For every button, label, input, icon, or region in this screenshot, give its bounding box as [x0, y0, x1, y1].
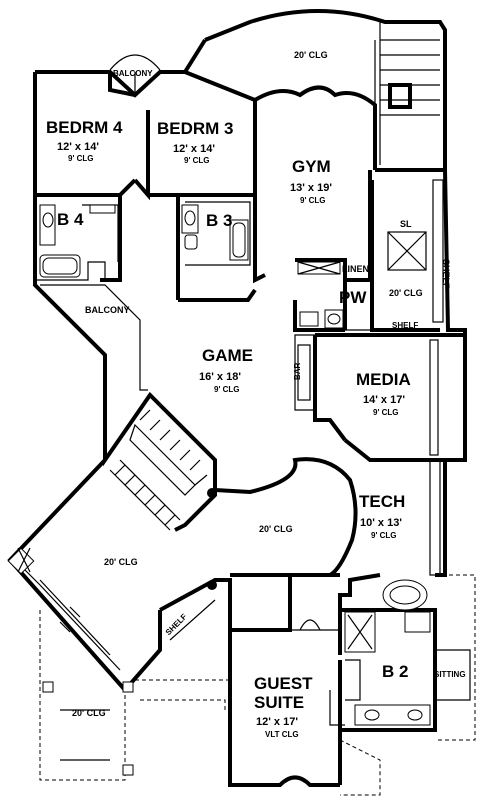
gym-size: 13' x 19' — [290, 182, 332, 194]
left-ceiling: 20' CLG — [104, 557, 138, 567]
stair-shelf-area — [159, 575, 292, 641]
pw-label: PW — [339, 288, 367, 307]
balcony-top-label: BALCONY — [113, 69, 153, 78]
gym-name: GYM — [292, 157, 331, 176]
center-ceiling: 20' CLG — [259, 524, 293, 534]
guest-name-line2: SUITE — [254, 693, 304, 712]
bedrm3-name: BEDRM 3 — [157, 119, 234, 138]
bedrm4-clg: 9' CLG — [68, 154, 93, 163]
bedrm4-name: BEDRM 4 — [46, 118, 123, 137]
sitting-bay — [435, 574, 476, 741]
tech-walls — [214, 457, 441, 577]
bar-label: BAR — [293, 362, 302, 380]
bedrm3-size: 12' x 14' — [173, 143, 215, 155]
game-clg: 9' CLG — [214, 385, 239, 394]
bath-b4-fixtures — [39, 204, 116, 278]
porch-ceiling: 20' CLG — [72, 708, 106, 718]
ceiling-top: 20' CLG — [294, 50, 328, 60]
bath-b2 — [329, 579, 437, 732]
tech-clg: 9' CLG — [371, 531, 396, 540]
left-angled-room — [7, 458, 162, 692]
media-walls — [294, 333, 465, 462]
top-balcony-arc — [109, 54, 161, 95]
sitting-label: SITTING — [434, 670, 466, 679]
guest-name-line1: GUEST — [254, 674, 313, 693]
porch-area — [39, 610, 381, 796]
media-clg: 9' CLG — [373, 408, 398, 417]
linen-powder — [293, 258, 373, 332]
bath-b3-fixtures — [181, 204, 249, 261]
stair — [109, 403, 217, 590]
balcony-left-label: BALCONY — [85, 305, 130, 315]
guest-size: 12' x 17' — [256, 716, 298, 728]
shelf-stair-label: SHELF — [164, 612, 189, 637]
b4-label: B 4 — [57, 210, 84, 229]
tech-name: TECH — [359, 492, 405, 511]
game-size: 16' x 18' — [199, 371, 241, 383]
skylight-closet — [370, 179, 444, 332]
bedroom-walls — [34, 110, 255, 300]
media-name: MEDIA — [356, 370, 411, 389]
shelf-vertical-label: SHELF — [441, 259, 451, 289]
guest-clg: VLT CLG — [265, 730, 299, 739]
bedrm3-clg: 9' CLG — [184, 156, 209, 165]
closet-ceiling: 20' CLG — [389, 288, 423, 298]
guest-suite-walls — [228, 573, 381, 787]
media-size: 14' x 17' — [363, 394, 405, 406]
sl-label: SL — [400, 219, 412, 229]
linen-label: LINEN — [342, 264, 369, 274]
bedrm4-size: 12' x 14' — [57, 141, 99, 153]
tech-size: 10' x 13' — [360, 517, 402, 529]
gym-clg: 9' CLG — [300, 196, 325, 205]
game-name: GAME — [202, 346, 253, 365]
b3-label: B 3 — [206, 211, 232, 230]
left-balcony-rail — [40, 284, 148, 391]
shelf-bottom-label: SHELF — [392, 321, 418, 330]
b2-label: B 2 — [382, 662, 408, 681]
